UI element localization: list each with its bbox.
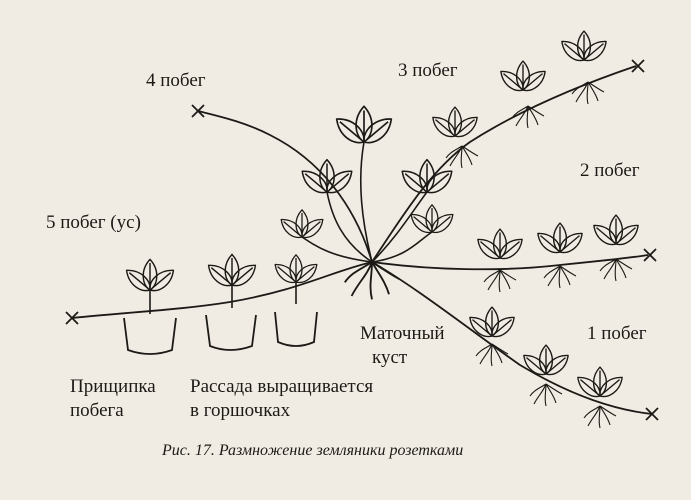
pot — [123, 317, 177, 355]
label-shoot-4: 4 побег — [146, 70, 206, 91]
label-shoot-5: 5 побег (ус) — [46, 212, 141, 233]
runner-shoot-4 — [197, 110, 373, 263]
runners — [71, 65, 653, 415]
label-pinch-line2: побега — [70, 400, 124, 421]
label-shoot-3: 3 побег — [398, 60, 458, 81]
label-shoot-1: 1 побег — [587, 323, 647, 344]
rosettes-shoot-5 — [122, 254, 320, 314]
label-mother-bush-line1: Маточный — [360, 323, 445, 344]
runner-tips — [65, 59, 659, 421]
pot — [274, 311, 318, 347]
label-pots-line1: Рассада выращивается — [190, 376, 374, 397]
label-pinch-line1: Прищипка — [70, 376, 156, 397]
runner-shoot-2 — [371, 254, 649, 271]
runner-shoot-5 — [71, 261, 373, 319]
label-shoot-2: 2 побег — [580, 160, 640, 181]
pots — [123, 311, 318, 355]
rosettes-shoot-3 — [429, 31, 610, 169]
label-pots-line2: в горшочках — [190, 400, 291, 421]
runner-shoot-1 — [371, 261, 653, 415]
mother-bush — [277, 106, 456, 301]
pot — [205, 314, 257, 351]
label-mother-bush-line2: куст — [372, 347, 408, 368]
figure-caption: Рис. 17. Размножение земляники розетками — [162, 442, 464, 459]
rosettes-shoot-2 — [474, 215, 642, 293]
runner-shoot-3 — [371, 65, 637, 263]
